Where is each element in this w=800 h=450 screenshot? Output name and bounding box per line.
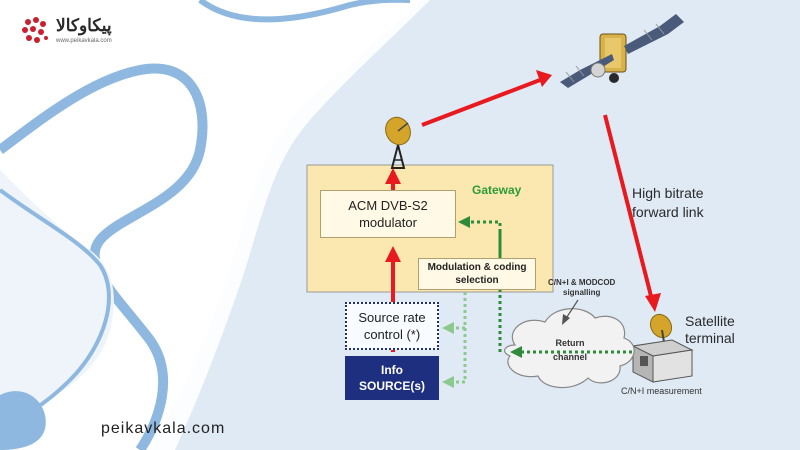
logo-mark-icon	[22, 17, 48, 43]
terminal-icon	[631, 313, 694, 383]
modulator-line2: modulator	[359, 215, 417, 230]
forward-arrows	[385, 70, 661, 352]
return-line1: Return	[555, 338, 585, 348]
info-line1: Info	[381, 363, 403, 377]
background-white-wave	[135, 0, 430, 450]
source-rate-line2: control (*)	[363, 327, 421, 342]
gateway-label: Gateway	[472, 183, 522, 197]
forward-link-line2: forward link	[632, 204, 704, 220]
signalling-line1: C/N+I & MODCOD	[548, 278, 616, 287]
modcod-line1: Modulation & coding	[427, 262, 527, 273]
bottom-left-puddle	[0, 391, 46, 450]
brand-logo[interactable]: پیکاوکالا www.peikavkala.com	[18, 14, 128, 50]
forward-link-label: High bitrate forward link	[632, 184, 704, 222]
signalling-line2: signalling	[563, 288, 601, 297]
return-line2: channel	[552, 352, 587, 362]
info-source-box: Info SOURCE(s)	[345, 356, 439, 400]
signalling-label: C/N+I & MODCOD signalling	[548, 278, 615, 298]
logo-subtext: www.peikavkala.com	[56, 38, 112, 44]
terminal-line1: Satellite	[685, 313, 735, 329]
terminal-line2: terminal	[685, 330, 735, 346]
info-line2: SOURCE(s)	[358, 379, 425, 393]
terminal-label: Satellite terminal	[685, 313, 735, 347]
modulator-line1: ACM DVB-S2	[348, 198, 428, 213]
modcod-selection-box: Modulation & coding selection	[418, 258, 536, 290]
source-feedback-arrows	[442, 292, 467, 388]
modcod-line2: selection	[455, 275, 499, 286]
return-channel-label: Return channel	[540, 336, 600, 364]
river-curve	[0, 63, 208, 450]
measurement-label: C/N+I measurement	[621, 386, 702, 396]
source-rate-control-box: Source rate control (*)	[345, 302, 439, 350]
satellite-icon	[560, 14, 684, 88]
forward-link-line1: High bitrate	[632, 185, 704, 201]
logo-text: پیکاوکالا	[56, 16, 112, 35]
website-link[interactable]: peikavkala.com	[101, 420, 226, 437]
acm-modulator-box: ACM DVB-S2 modulator	[320, 190, 456, 238]
gateway-dish-icon	[385, 116, 411, 169]
source-rate-line1: Source rate	[358, 310, 426, 325]
river-curve-upper	[198, 0, 410, 23]
return-channel-cloud	[503, 308, 635, 389]
signalling-arrows	[458, 216, 632, 358]
left-swoosh	[0, 170, 114, 420]
